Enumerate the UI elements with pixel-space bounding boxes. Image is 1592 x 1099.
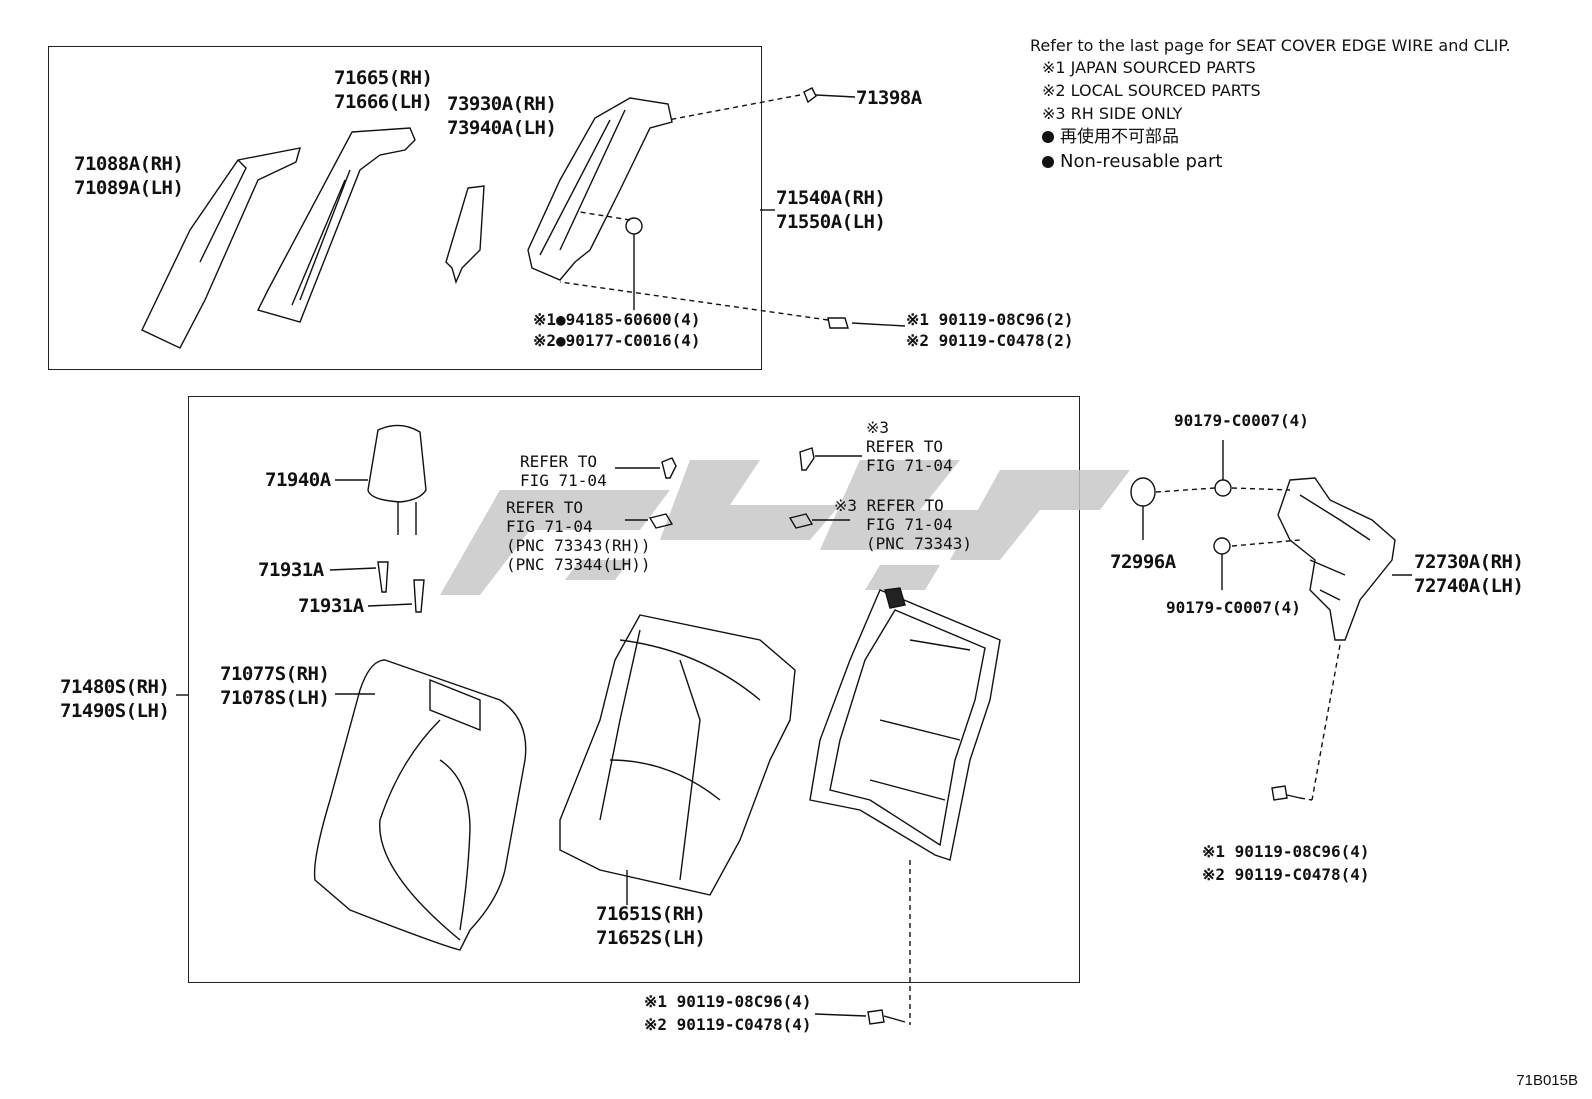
part-71088a-trim <box>141 147 301 349</box>
label-71665[interactable]: 71665(RH) <box>334 67 433 89</box>
bullet-icon <box>1042 156 1054 168</box>
label-90119-right-2[interactable]: ※2 90119-C0478(4) <box>1202 865 1370 884</box>
note-refer: Refer to the last page for SEAT COVER ED… <box>1030 36 1511 55</box>
label-71652s[interactable]: 71652S(LH) <box>596 927 706 949</box>
label-90119-right-1[interactable]: ※1 90119-08C96(4) <box>1202 842 1370 861</box>
watermark-logo <box>440 460 1130 595</box>
upper-group-frame <box>48 46 762 370</box>
part-90119-bolt-lower <box>867 1009 885 1025</box>
label-71089a[interactable]: 71089A(LH) <box>74 177 184 199</box>
label-71940a[interactable]: 71940A <box>265 469 331 491</box>
note-japan: ※1 JAPAN SOURCED PARTS <box>1042 58 1256 77</box>
label-ref1-line1[interactable]: REFER TO <box>520 452 598 471</box>
part-71077s-cover <box>313 659 527 951</box>
note-rh-side: ※3 RH SIDE ONLY <box>1042 104 1183 123</box>
note-nonreusable-en: Non-reusable part <box>1042 150 1222 173</box>
part-71665-trim <box>256 127 416 323</box>
label-71088a[interactable]: 71088A(RH) <box>74 153 184 175</box>
label-71666[interactable]: 71666(LH) <box>334 91 433 113</box>
part-71651s-pad <box>559 614 796 896</box>
part-71931a-guide-2 <box>413 579 425 613</box>
label-ref4-line2[interactable]: FIG 71-04 <box>866 515 953 534</box>
part-72730a-recliner <box>1277 477 1396 641</box>
label-90119-lower-2[interactable]: ※2 90119-C0478(4) <box>644 1015 812 1034</box>
label-71931a-1[interactable]: 71931A <box>258 559 324 581</box>
part-71940a-headrest <box>367 424 427 503</box>
label-72730a[interactable]: 72730A(RH) <box>1414 551 1524 573</box>
label-90119-upper-2[interactable]: ※2 90119-C0478(2) <box>906 331 1074 350</box>
note-nonreusable-en-text: Non-reusable part <box>1060 151 1223 172</box>
label-ref3-line1[interactable]: ※3 <box>866 418 890 437</box>
part-ref-bolt-2 <box>799 447 815 471</box>
label-71540a[interactable]: 71540A(RH) <box>776 187 886 209</box>
diagram-code: 71B015B <box>1516 1072 1578 1089</box>
label-ref3-line2[interactable]: REFER TO <box>866 437 944 456</box>
label-72996a[interactable]: 72996A <box>1110 551 1176 573</box>
label-90119-upper-1[interactable]: ※1 90119-08C96(2) <box>906 310 1074 329</box>
label-ref2-line1[interactable]: REFER TO <box>506 498 584 517</box>
note-nonreusable-jp-text: 再使用不可部品 <box>1060 127 1179 147</box>
note-nonreusable-jp: 再使用不可部品 <box>1042 126 1179 149</box>
label-ref2-line2[interactable]: FIG 71-04 <box>506 517 593 536</box>
label-ref4-line3[interactable]: (PNC 73343) <box>866 534 972 553</box>
part-71931a-guide-1 <box>377 561 389 593</box>
label-90177[interactable]: ※2●90177-C0016(4) <box>533 331 701 350</box>
label-71931a-2[interactable]: 71931A <box>298 595 364 617</box>
part-72996a-cap <box>1130 477 1156 507</box>
part-90119-bolt-upper <box>827 317 849 329</box>
label-71078s[interactable]: 71078S(LH) <box>220 687 330 709</box>
part-71398a-clip <box>803 87 817 104</box>
label-72740a[interactable]: 72740A(LH) <box>1414 575 1524 597</box>
label-ref2-line3[interactable]: (PNC 73343(RH)) <box>506 536 651 555</box>
label-71550a[interactable]: 71550A(LH) <box>776 211 886 233</box>
label-71398a[interactable]: 71398A <box>856 87 922 109</box>
label-ref4-line1[interactable]: ※3 REFER TO <box>834 496 944 515</box>
note-local: ※2 LOCAL SOURCED PARTS <box>1042 81 1261 100</box>
label-ref1-line2[interactable]: FIG 71-04 <box>520 471 607 490</box>
part-ref-clip-2 <box>788 513 814 529</box>
part-90179-nut-1 <box>1214 479 1232 497</box>
label-ref2-line4[interactable]: (PNC 73344(LH)) <box>506 555 651 574</box>
label-71480s[interactable]: 71480S(RH) <box>60 676 170 698</box>
label-94185[interactable]: ※1●94185-60600(4) <box>533 310 701 329</box>
part-73930a-bracket <box>445 185 485 285</box>
label-ref3-line3[interactable]: FIG 71-04 <box>866 456 953 475</box>
label-71077s[interactable]: 71077S(RH) <box>220 663 330 685</box>
label-90179-2[interactable]: 90179-C0007(4) <box>1166 598 1301 617</box>
label-90119-lower-1[interactable]: ※1 90119-08C96(4) <box>644 992 812 1011</box>
part-ref-bolt-1 <box>661 457 677 479</box>
lower-group-frame <box>188 396 1080 983</box>
label-73930a[interactable]: 73930A(RH) <box>447 93 557 115</box>
part-seatback-frame <box>809 589 1001 861</box>
label-73940a[interactable]: 73940A(LH) <box>447 117 557 139</box>
part-ref-clip-1 <box>648 513 674 529</box>
label-90179-1[interactable]: 90179-C0007(4) <box>1174 411 1309 430</box>
label-71490s[interactable]: 71490S(LH) <box>60 700 170 722</box>
label-71651s[interactable]: 71651S(RH) <box>596 903 706 925</box>
part-90179-nut-2 <box>1213 537 1231 555</box>
part-90119-bolt-right <box>1271 785 1288 801</box>
bullet-icon <box>1042 131 1054 143</box>
part-71540a-panel <box>527 97 673 281</box>
